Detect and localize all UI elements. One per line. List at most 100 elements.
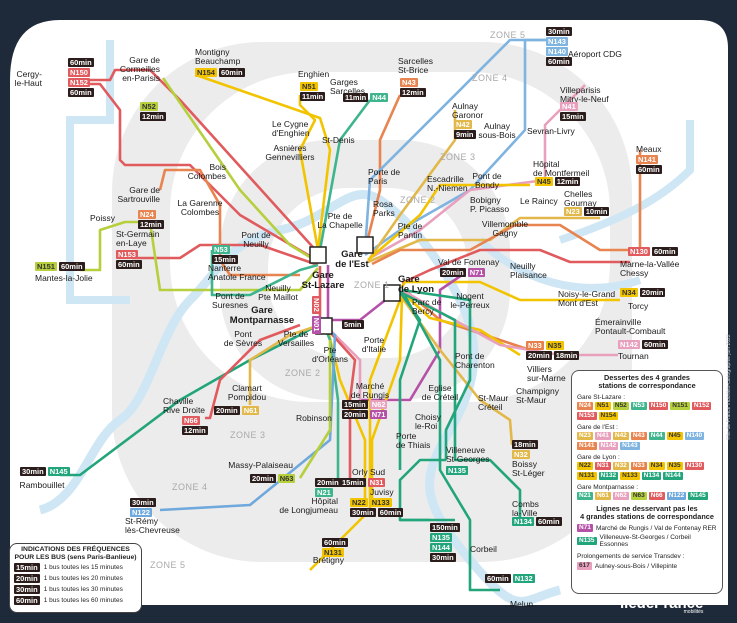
station-name[interactable]: Bobigny P. Picasso [470,195,510,214]
station-name[interactable]: Neuilly Pte Maillot [258,283,298,302]
station-name[interactable]: Melun [510,599,534,609]
station-name[interactable]: St-Maur Créteil [478,393,509,412]
station-name[interactable]: Pte d'Orléans [311,345,349,364]
station-name[interactable]: Neuilly Plaisance [510,261,547,280]
station-name[interactable]: Juvisy [370,487,394,497]
station-name[interactable]: Nanterre Anatole France [208,263,266,282]
station-name[interactable]: Le Raincy [520,196,558,206]
station-name[interactable]: Marché de Rungis [350,381,390,400]
station-name[interactable]: Pte de Pantin [397,221,423,240]
station-name[interactable]: Montigny Beauchamp [195,47,241,66]
station-name[interactable]: Boissy St-Léger [512,459,545,478]
frequency-legend-text: 1 bus toutes les 30 minutes [43,586,123,593]
line-badge-n24: N24 [577,402,593,410]
station-name[interactable]: Pte de La Chapelle [317,211,363,230]
station-name[interactable]: Mantes-la-Jolie [35,273,93,283]
station-name[interactable]: Gare de Cormeilles en-Parisis [119,55,160,83]
station-name[interactable]: Marne-la-Vallée Chessy [620,259,680,278]
stations-legend: Dessertes des 4 grandes stations de corr… [571,370,723,594]
station-name[interactable]: Asnières Gennevilliers [265,143,315,162]
line-badge-n143: N143 [620,442,640,450]
station-name[interactable]: Pte de Versailles [277,329,315,348]
station-name[interactable]: Aulnay Garonor [452,101,484,120]
station-name[interactable]: Pont de Bondy [472,171,502,190]
station-name[interactable]: St-Denis [322,135,355,145]
station-name[interactable]: Massy-Palaiseau [228,460,293,470]
station-name[interactable]: Gare St-Lazare [301,270,345,291]
station-name[interactable]: Poissy [90,213,116,223]
station-name[interactable]: Gare de Sartrouville [117,185,160,204]
station-name[interactable]: Gare Montparnasse [229,305,295,326]
station-name[interactable]: Chaville Rive Droite [163,396,206,415]
station-name[interactable]: Nogent le-Perreux [450,291,490,310]
frequency-badge: 60min [68,88,94,97]
station-name[interactable]: Pont de Charenton [455,351,495,370]
station-name[interactable]: Bois Colombes [187,162,226,181]
frequency-badge: 15min [212,255,238,264]
station-name[interactable]: Robinson [296,413,332,423]
station-name[interactable]: Porte de Thiais [396,431,431,450]
station-name[interactable]: Émerainville Pontault-Combault [595,317,666,336]
line-badge-n122: N122 [130,508,152,517]
line-badge-n66: N66 [648,492,665,500]
line-badge-n51: N51 [594,402,611,410]
station-name[interactable]: Parc de Bercy [412,297,442,316]
station-name[interactable]: Torcy [628,301,649,311]
station-name[interactable]: Pont de Neuilly [241,230,271,249]
station-name[interactable]: Villeparisis Mitry-le-Neuf [560,85,609,104]
logo-subtext: mobilités [683,609,704,615]
station-name[interactable]: Clamart Pompidou [227,383,267,402]
credit-text: ©île-de-France mobilités-cartographie ju… [726,334,732,440]
station-name[interactable]: Enghien [298,69,330,79]
station-name[interactable]: St-Rémy lès-Chevreuse [125,516,180,535]
station-name[interactable]: Choisy le-Roi [415,412,441,431]
station-name[interactable]: Tournan [618,351,649,361]
station-name[interactable]: Escadrille N.-Niemen [427,174,468,193]
station-name[interactable]: Aulnay sous-Bois [478,121,516,140]
station-name[interactable]: Meaux [636,144,662,154]
station-name[interactable]: Pont de Sèvres [223,329,263,348]
station-name[interactable]: Orly Sud [352,467,386,477]
station-name[interactable]: Sarcelles St-Brice [398,56,433,75]
line-badge-n135: N135 [430,533,452,542]
station-name[interactable]: St-Germain en-Laye [116,229,160,248]
station-name[interactable]: Villemomble Gagny [481,219,529,238]
station-name[interactable]: Porte d'Italie [361,335,387,354]
station-name[interactable]: Gare de l'Est [335,249,369,270]
hub-gare-st-lazare[interactable] [309,246,327,264]
station-name[interactable]: Villeneuve St-Georges [446,445,490,464]
station-name[interactable]: Combs la-Ville [512,499,539,518]
line-badge-n43: N43 [630,432,647,440]
station-name[interactable]: Porte de Paris [368,167,401,186]
station-name[interactable]: Corbeil [470,544,497,554]
line-badge-n131: N131 [322,548,344,557]
station-name[interactable]: Hôpital de Longjumeau [279,496,338,515]
station-name[interactable]: Val de Fontenay [438,257,500,267]
frequency-badge: 30min [430,553,456,562]
station-name[interactable]: Eglise de Créteil [421,383,459,402]
line-badge-n144: N144 [430,543,452,552]
bus-line-n24 [158,168,300,277]
frequency-badge: 20min [342,410,368,419]
hub-gare-de-lyon[interactable] [383,284,401,302]
station-name[interactable]: Champigny St-Maur [516,386,559,405]
station-name[interactable]: Aéroport CDG [568,49,622,59]
station-name[interactable]: Rambouillet [19,480,65,490]
station-name[interactable]: Chelles Gournay [564,189,597,208]
station-name[interactable]: Villiers sur-Marne [527,364,566,383]
station-name[interactable]: Rosa Parks [373,199,395,218]
station-name[interactable]: La Garenne Colombes [177,198,223,217]
frequency-badge: 18min [553,351,580,360]
station-name[interactable]: Pont de Suresnes [212,291,248,310]
station-name[interactable]: Sevran-Livry [527,126,575,136]
station-name[interactable]: Hôpital de Montfermeil [533,159,590,178]
station-name[interactable]: Gare de Lyon [398,274,435,295]
station-name[interactable]: Garges Sarcelles [330,77,365,96]
station-name[interactable]: Cergy- le-Haut [14,69,42,88]
hub-gare-de-l-est[interactable] [356,236,374,254]
station-name[interactable]: Le Cygne d'Enghien [272,119,310,138]
station-name[interactable]: Noisy-le-Grand Mont d'Est [558,289,616,308]
station-name[interactable]: Brétigny [312,555,344,565]
